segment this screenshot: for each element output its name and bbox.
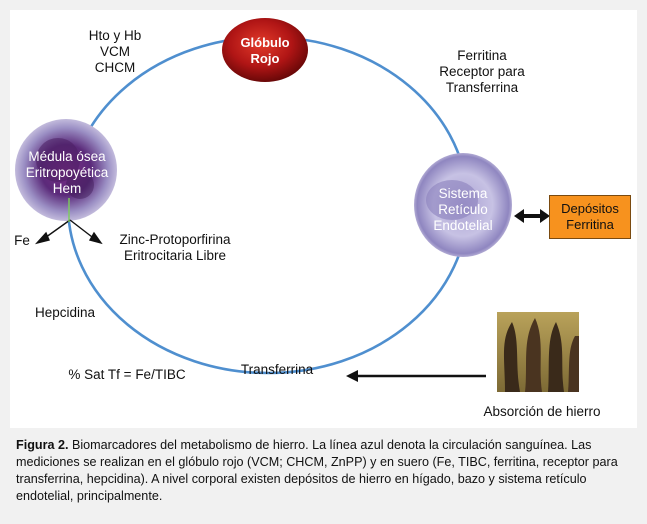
- transferrina-label: Transferrina: [240, 362, 314, 377]
- sat-label: % Sat Tf = Fe/TIBC: [68, 367, 186, 382]
- circulation-line: [66, 35, 470, 375]
- red-blood-cell-label: Glóbulo Rojo: [240, 35, 290, 66]
- caption-text: Biomarcadores del metabolismo de hierro.…: [16, 438, 618, 503]
- hto-label: Hto y Hb VCM CHCM: [88, 28, 142, 75]
- intestine-image: [497, 312, 579, 392]
- double-arrow: [514, 209, 550, 223]
- caption-title: Figura 2.: [16, 438, 69, 452]
- fe-label: Fe: [14, 233, 30, 248]
- reticuloendothelial-label: Sistema Retículo Endotelial: [433, 186, 493, 233]
- red-blood-cell: [222, 18, 308, 82]
- bone-marrow-label: Médula ósea Eritropoyética Hem: [25, 149, 109, 196]
- figure-caption: Figura 2. Biomarcadores del metabolismo …: [16, 437, 636, 505]
- absorption-arrow: [346, 370, 486, 382]
- marrow-arrows: [34, 219, 103, 245]
- ferritina-label: Ferritina Receptor para Transferrina: [439, 48, 525, 95]
- depositos-ferritina-box: Depósitos Ferritina: [549, 195, 631, 239]
- zinc-label: Zinc-Protoporfirina Eritrocitaria Libre: [119, 232, 231, 263]
- absorcion-label: Absorción de hierro: [483, 404, 601, 419]
- hepcidina-label: Hepcidina: [34, 305, 96, 320]
